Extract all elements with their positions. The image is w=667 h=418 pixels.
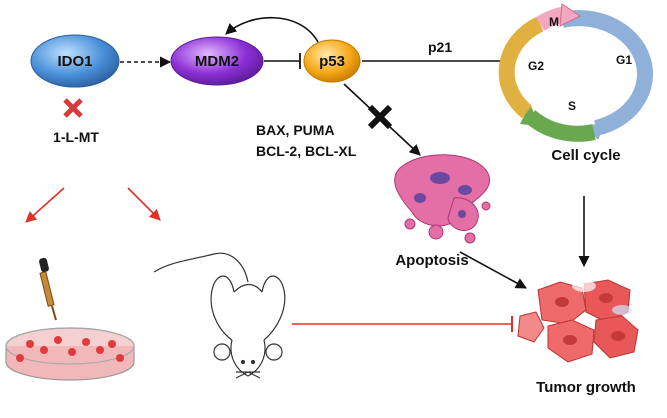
mdm2-inhibits-p53-line [264,53,301,69]
tumor-growth-label: Tumor growth [536,379,636,396]
red-arrow-to-dish [25,187,65,223]
ido1-label: IDO1 [57,53,92,70]
inhibitor-x-icon [63,98,83,118]
petri-dish-icon [5,327,135,381]
ido1-node: IDO1 [30,34,120,88]
treatment-inhibits-tumor-line [292,316,513,332]
phase-g1-label: G1 [616,53,632,67]
red-arrow-to-mouse [127,187,161,221]
bax-puma-label: BAX, PUMA [256,122,335,138]
inhibitor-label: 1-L-MT [53,129,99,145]
phase-s-label: S [568,99,576,113]
mouse-icon [153,252,286,379]
phase-g2-label: G2 [528,59,544,73]
apoptosis-to-tumor-arrow [459,251,527,289]
block-cross-icon [367,104,393,130]
phase-m-label: M [549,15,559,29]
p21-label: p21 [428,39,452,55]
cell-cycle-ring-icon: M G1 S G2 [498,3,654,142]
apoptotic-cells-icon [394,154,491,244]
p53-to-mdm2-feedback-arrow [225,16,319,43]
bcl-label: BCL-2, BCL-XL [256,143,357,159]
p53-node: p53 [303,39,361,83]
tumor-cells-icon [517,279,639,363]
apoptosis-label: Apoptosis [395,252,468,269]
mdm2-label: MDM2 [195,53,239,70]
p53-label: p53 [319,53,345,70]
cell-cycle-label: Cell cycle [551,147,620,164]
dropper-icon [39,257,57,321]
mdm2-node: MDM2 [170,36,264,86]
